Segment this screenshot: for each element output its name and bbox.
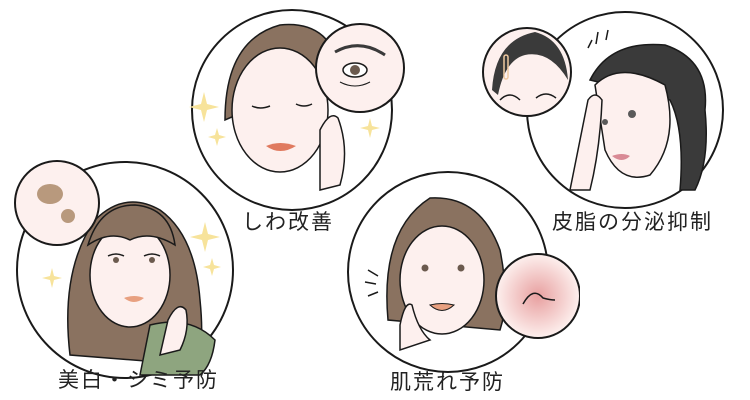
label-sebum: 皮脂の分泌抑制 [552,210,713,234]
panel-rough-skin: 肌荒れ予防 [330,170,580,400]
panel-sebum: 皮脂の分泌抑制 [470,0,750,234]
label-wrinkle: しわ改善 [242,210,334,234]
panel-wrinkle: しわ改善 [180,0,430,234]
label-rough-skin: 肌荒れ予防 [390,370,505,394]
whitening-illustration [14,160,234,379]
sebum-illustration [482,11,724,209]
rough-skin-illustration [347,171,580,373]
label-whitening: 美白・シミ予防 [58,368,219,392]
panel-whitening: 美白・シミ予防 [0,150,250,400]
wrinkle-illustration [189,9,405,211]
